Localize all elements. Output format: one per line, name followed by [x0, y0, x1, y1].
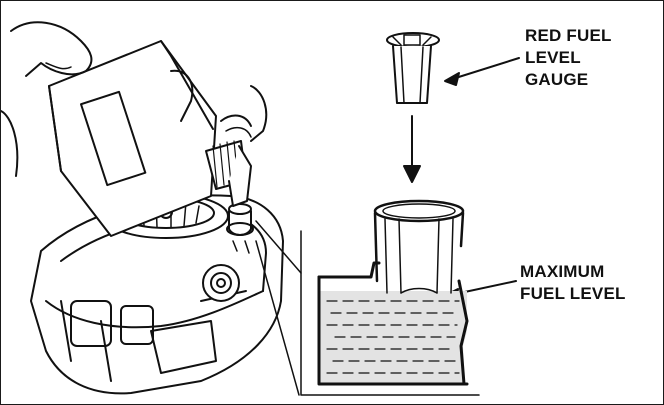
callout-line: RED FUEL — [525, 26, 612, 45]
down-arrow-head — [403, 165, 421, 183]
callout-line: LEVEL — [525, 48, 581, 67]
red-fuel-level-gauge-callout: RED FUEL LEVEL GAUGE — [525, 25, 612, 91]
zoom-projection-line — [255, 220, 302, 274]
fuel-can — [48, 40, 252, 237]
callout-line: FUEL LEVEL — [520, 284, 626, 303]
zoom-projection-line — [255, 240, 300, 396]
callout-line: MAXIMUM — [520, 262, 605, 281]
tank-cutaway — [300, 199, 480, 396]
hands — [1, 21, 268, 177]
maximum-fuel-level-callout: MAXIMUM FUEL LEVEL — [520, 261, 626, 305]
fuel-level-gauge — [386, 32, 440, 104]
callout-line: GAUGE — [525, 70, 589, 89]
engine-body — [30, 193, 284, 395]
